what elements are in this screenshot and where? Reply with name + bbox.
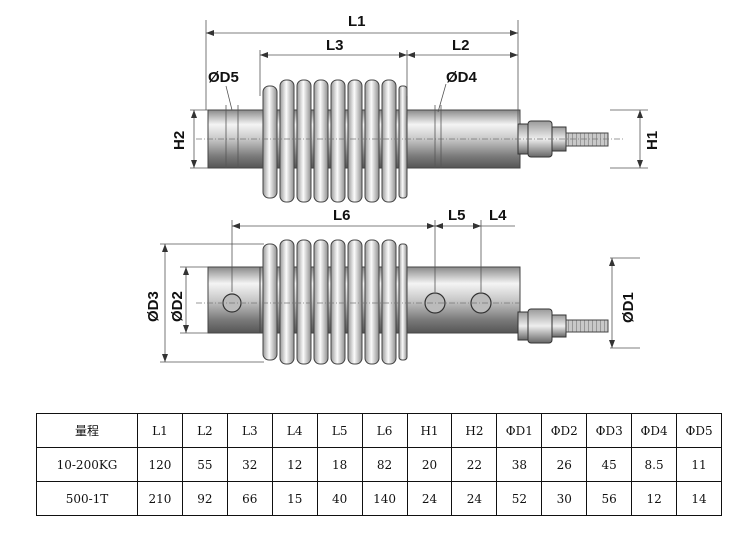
table-cell: 26 <box>541 447 588 482</box>
header-cell: L1 <box>137 413 183 448</box>
dim-L2: L2 <box>452 37 470 54</box>
spec-table: 量程 L1 L2 L3 L4 L5 L6 H1 H2 ΦD1 ΦD2 ΦD3 Φ… <box>36 413 722 516</box>
table-cell: 55 <box>181 447 228 482</box>
table-cell: 92 <box>181 481 228 516</box>
table-cell: 12 <box>631 481 678 516</box>
dim-L1: L1 <box>348 13 366 30</box>
table-header-row: 量程 L1 L2 L3 L4 L5 L6 H1 H2 ΦD1 ΦD2 ΦD3 Φ… <box>36 413 722 448</box>
header-cell: ΦD3 <box>586 413 633 448</box>
header-cell: L6 <box>361 413 408 448</box>
top-fins <box>262 79 408 203</box>
table-cell: 18 <box>316 447 363 482</box>
header-cell: ΦD5 <box>676 413 722 448</box>
dim-L5: L5 <box>448 207 466 224</box>
table-cell: 20 <box>406 447 453 482</box>
dim-D5: ØD5 <box>208 69 239 86</box>
table-cell: 210 <box>137 481 183 516</box>
header-cell: L4 <box>271 413 318 448</box>
top-cable-thread <box>565 132 609 147</box>
bottom-view: L6 L5 L4 ØD3 ØD2 ØD1 <box>145 207 640 365</box>
table-cell: 11 <box>676 447 722 482</box>
header-cell: ΦD4 <box>631 413 678 448</box>
dim-H1: H1 <box>644 131 661 150</box>
table-cell: 8.5 <box>631 447 678 482</box>
table-cell: 10-200KG <box>36 447 138 482</box>
header-cell: ΦD2 <box>541 413 588 448</box>
table-cell: 500-1T <box>36 481 138 516</box>
table-cell: 38 <box>496 447 543 482</box>
table-cell: 66 <box>226 481 273 516</box>
table-cell: 12 <box>271 447 318 482</box>
bottom-cable-thread <box>565 319 609 333</box>
table-cell: 24 <box>451 481 498 516</box>
top-view: L1 L3 L2 ØD5 ØD4 H2 H1 <box>171 13 661 203</box>
table-cell: 120 <box>137 447 183 482</box>
dim-L6: L6 <box>333 207 351 224</box>
dim-D1: ØD1 <box>620 292 637 323</box>
header-cell: H1 <box>406 413 453 448</box>
table-cell: 30 <box>541 481 588 516</box>
bottom-cable-nut <box>517 311 529 341</box>
header-cell: H2 <box>451 413 498 448</box>
dim-D3: ØD3 <box>145 291 162 322</box>
table-row: 10-200KG 120 55 32 12 18 82 20 22 38 26 … <box>36 447 722 482</box>
dim-L3: L3 <box>326 37 344 54</box>
header-cell: ΦD1 <box>496 413 543 448</box>
table-cell: 15 <box>271 481 318 516</box>
table-cell: 140 <box>361 481 408 516</box>
table-cell: 82 <box>361 447 408 482</box>
table-cell: 14 <box>676 481 722 516</box>
bottom-fins <box>262 239 408 365</box>
dim-L4: L4 <box>489 207 507 224</box>
dim-H2: H2 <box>171 131 188 150</box>
dim-D4: ØD4 <box>446 69 478 86</box>
table-cell: 56 <box>586 481 633 516</box>
table-cell: 45 <box>586 447 633 482</box>
table-cell: 40 <box>316 481 363 516</box>
dim-D2: ØD2 <box>169 291 186 322</box>
header-cell: L2 <box>181 413 228 448</box>
table-cell: 24 <box>406 481 453 516</box>
header-cell: L5 <box>316 413 363 448</box>
table-cell: 52 <box>496 481 543 516</box>
table-cell: 32 <box>226 447 273 482</box>
table-row: 500-1T 210 92 66 15 40 140 24 24 52 30 5… <box>36 481 722 516</box>
header-cell: 量程 <box>36 413 138 448</box>
header-cell: L3 <box>226 413 273 448</box>
table-cell: 22 <box>451 447 498 482</box>
load-cell-drawing: L1 L3 L2 ØD5 ØD4 H2 H1 <box>145 13 661 365</box>
